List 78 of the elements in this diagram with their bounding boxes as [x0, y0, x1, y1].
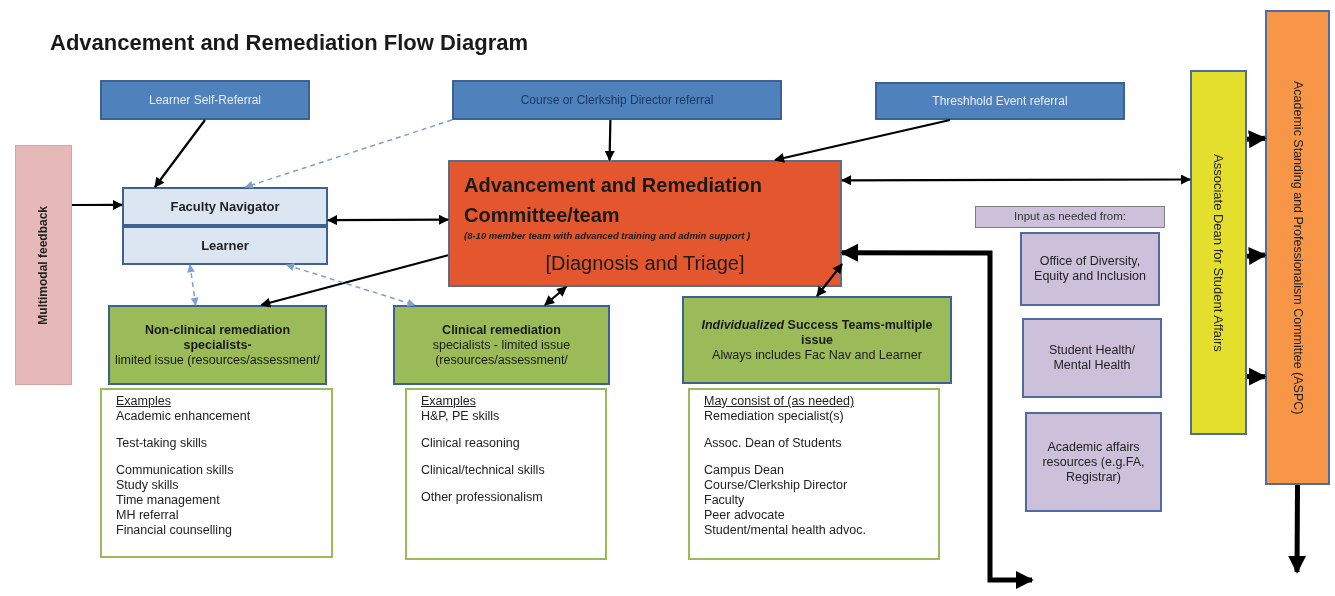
- dean-bar: [1190, 70, 1247, 435]
- box-label: Always includes Fac Nav and Learner: [712, 347, 922, 363]
- resource-box: [1020, 232, 1160, 306]
- list-item: Remediation specialist(s): [704, 409, 845, 424]
- arrow: [816, 263, 843, 297]
- feedback-bar: [15, 145, 72, 385]
- arrow: [260, 254, 449, 308]
- list-item: Study skills: [116, 478, 180, 493]
- box-label: Multimodal feedback: [36, 205, 51, 325]
- arrow: [72, 199, 123, 210]
- list-item: MH referral: [116, 508, 180, 523]
- list-heading: Examples: [116, 394, 172, 409]
- referral-box: [875, 82, 1125, 120]
- arrow: [774, 118, 951, 163]
- arrow: [604, 119, 615, 161]
- list-item: Other professionalism: [421, 490, 544, 505]
- list-item: Campus Dean: [704, 463, 785, 478]
- thick-arrow: [1246, 130, 1267, 149]
- list-item: Student/mental health advoc.: [704, 523, 867, 538]
- diagram-title: Advancement and Remediation Flow Diagram: [50, 30, 528, 56]
- box-label: Learner Self-Referral: [148, 92, 262, 108]
- arrow: [154, 119, 206, 188]
- specialist-box: [682, 296, 952, 384]
- examples-box: [688, 388, 940, 560]
- box-label: Input as needed from:: [1014, 210, 1126, 224]
- list-item: Academic enhancement: [116, 409, 252, 424]
- thick-arrow: [1288, 485, 1307, 574]
- thick-arrow: [1247, 367, 1267, 386]
- box-label: Course or Clerkship Director referral: [520, 92, 714, 108]
- box-label: Individualized Success Teams-multiple issue: [700, 317, 934, 348]
- arrow: [841, 174, 1191, 186]
- list-item: Peer advocate: [704, 508, 786, 523]
- box-label: [Diagnosis and Triage]: [544, 251, 746, 276]
- box-label: Advancement and Remediation Committee/team: [464, 173, 763, 228]
- standing-committee-bar: [1265, 10, 1330, 485]
- list-item: Test-taking skills: [116, 436, 208, 451]
- resource-box: [1025, 412, 1162, 512]
- referral-box: [452, 80, 782, 120]
- list-heading: Examples: [421, 394, 477, 409]
- arrow: [327, 214, 449, 226]
- list-item: Clinical reasoning: [421, 436, 521, 451]
- specialist-box: [393, 305, 610, 385]
- input-header-box: [975, 206, 1165, 228]
- box-label: Student Health/ Mental Health: [1047, 343, 1137, 373]
- box-label: Non-clinical remediation specialists-: [143, 322, 292, 353]
- box-label: Learner: [201, 237, 249, 254]
- navigator-box: [122, 187, 328, 226]
- resource-box: [1022, 318, 1162, 398]
- box-label: specialists - limited issue (resources/assessment/: [431, 337, 572, 368]
- examples-box: [405, 388, 607, 560]
- list-heading: May consist of (as needed): [704, 394, 856, 409]
- committee-box: [448, 160, 842, 287]
- box-label: Office of Diversity, Equity and Inclusion: [1033, 254, 1147, 284]
- list-item: Communication skills: [116, 463, 235, 478]
- box-label: Faculty Navigator: [170, 198, 280, 215]
- list-item: Clinical/technical skills: [421, 463, 546, 478]
- list-item: Financial counselling: [116, 523, 234, 538]
- examples-box: [100, 388, 333, 558]
- list-item: Faculty: [704, 493, 746, 508]
- specialist-box: [108, 305, 327, 385]
- box-label: Academic affairs resources (e.g.FA, Registrar): [1041, 439, 1146, 485]
- box-label: (8-10 member team with advanced training and admin support ): [464, 230, 752, 242]
- dashed-arrow: [286, 263, 416, 307]
- box-label: Clinical remediation: [442, 322, 561, 338]
- navigator-box: [122, 226, 328, 265]
- box-label: limited issue (resources/assessment/: [115, 352, 320, 368]
- referral-box: [100, 80, 310, 120]
- list-item: Assoc. Dean of Students: [704, 436, 843, 451]
- box-label: Academic Standing and Professionalism Committee (ASPC): [1290, 80, 1305, 415]
- dashed-arrow: [187, 264, 199, 306]
- arrow: [544, 286, 567, 306]
- list-item: H&P, PE skills: [421, 409, 501, 424]
- dashed-arrow: [244, 119, 453, 189]
- list-item: Course/Clerkship Director: [704, 478, 849, 493]
- box-label: Associate Dean for Student Affairs: [1210, 153, 1227, 352]
- list-item: Time management: [116, 493, 221, 508]
- thick-arrow: [1246, 247, 1267, 266]
- box-label: Threshhold Event referral: [932, 93, 1068, 109]
